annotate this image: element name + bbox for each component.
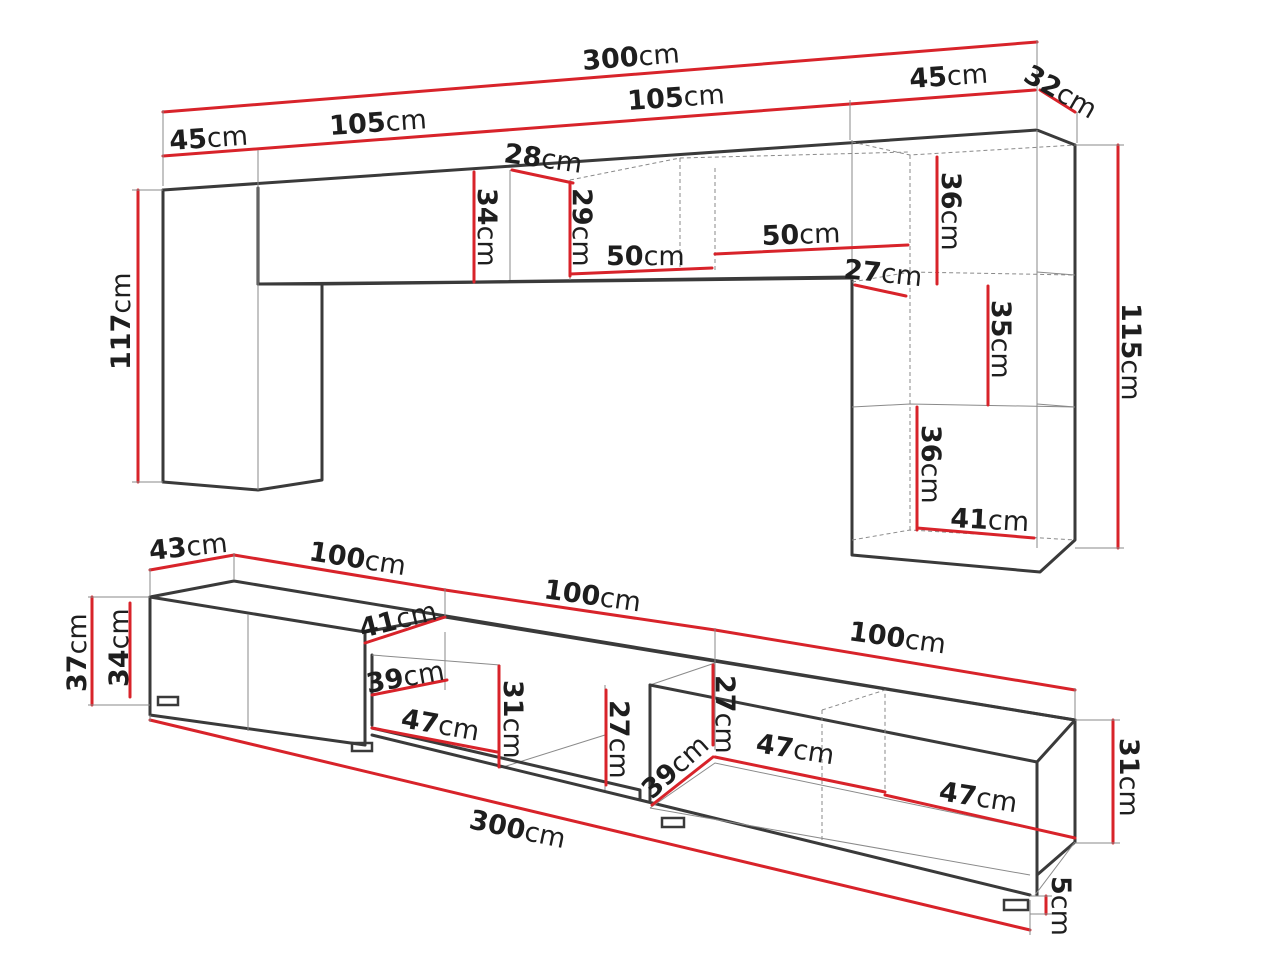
label-tv-47-b: 47cm: [754, 728, 837, 771]
label-tv-39-b: 39cm: [636, 729, 715, 805]
label-tv-27-a: 27cm: [603, 700, 634, 779]
label-tv-47-c: 47cm: [937, 776, 1020, 819]
tv-unit-extension-lines: [88, 553, 1120, 935]
label-top-right-width: 45cm: [908, 59, 989, 95]
label-tower-depth-27: 27cm: [842, 254, 924, 293]
label-tv-47-a: 47cm: [399, 703, 482, 747]
label-wall-height-29: 29cm: [566, 188, 597, 267]
label-tower-41: 41cm: [950, 503, 1030, 538]
label-tv-height-34: 34cm: [104, 608, 135, 687]
label-tv-27-b: 27cm: [709, 675, 740, 754]
label-wall-depth: 28cm: [502, 138, 584, 180]
label-tv-height-37: 37cm: [62, 613, 93, 692]
label-top-right-height: 115cm: [1115, 303, 1146, 401]
label-shelf-50-b: 50cm: [761, 218, 841, 252]
tv-unit-dimension-lines: [90, 553, 1115, 932]
label-tv-31-mid: 31cm: [497, 680, 528, 759]
label-tv-39-a: 39cm: [364, 656, 447, 700]
label-top-mid2-width: 105cm: [626, 79, 725, 117]
wall-unit-dimension-lines: [136, 40, 1120, 550]
label-top-left-height: 117cm: [106, 272, 137, 370]
label-top-left-width: 45cm: [168, 121, 249, 157]
label-tower-35: 35cm: [985, 300, 1016, 379]
tv-unit-legs: [156, 695, 1030, 912]
wall-unit-outline: [161, 128, 1077, 574]
label-top-total-width: 300cm: [581, 38, 681, 77]
label-top-mid-width: 105cm: [328, 104, 427, 142]
label-wall-height-34: 34cm: [471, 188, 502, 267]
wall-unit-extension-lines: [132, 40, 1124, 549]
label-shelf-50-a: 50cm: [606, 241, 685, 272]
label-tower-36-bottom: 36cm: [915, 425, 946, 504]
label-tv-width-2: 100cm: [542, 574, 643, 618]
label-tv-height-31: 31cm: [1113, 738, 1144, 817]
label-tower-36-top: 36cm: [935, 172, 966, 251]
label-tv-depth-43: 43cm: [147, 528, 229, 567]
label-tv-leg-5: 5cm: [1045, 876, 1076, 936]
label-top-depth: 32cm: [1019, 59, 1103, 125]
label-tv-total-300: 300cm: [467, 805, 569, 856]
